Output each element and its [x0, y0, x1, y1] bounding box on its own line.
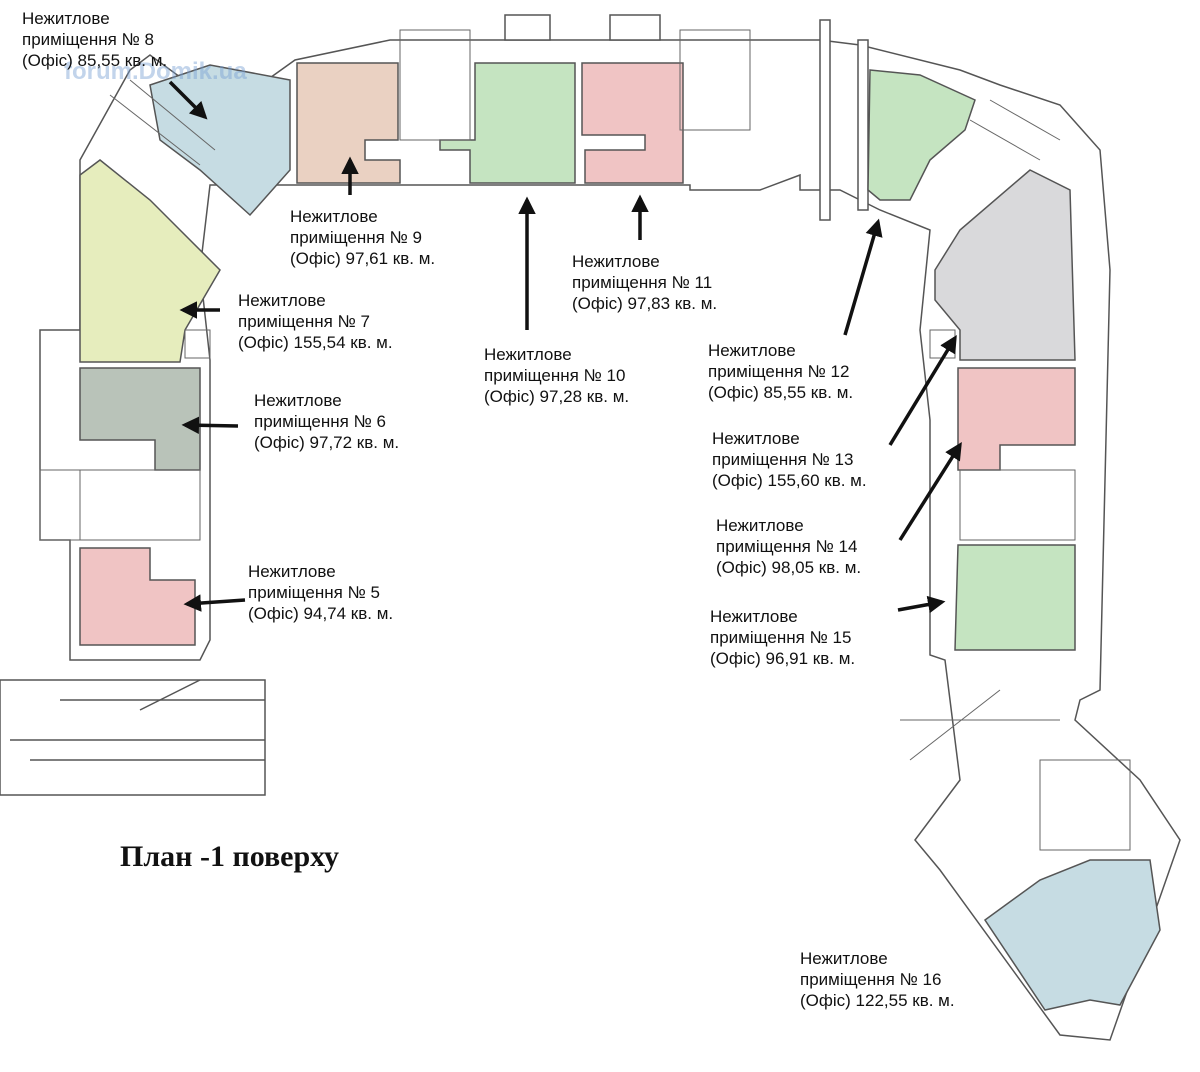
unit-5-area: [79, 547, 196, 646]
unit-9-area: [296, 62, 401, 184]
arrow-unit-5: [183, 594, 246, 612]
arrow-unit-12: [843, 218, 883, 336]
office-units: [79, 62, 1161, 1011]
arrow-unit-15: [897, 595, 946, 614]
watermark: forum.Domik.ua: [64, 58, 247, 85]
unit-15-area: [954, 544, 1076, 651]
arrow-unit-6: [181, 416, 239, 435]
unit-13-area: [957, 367, 1076, 471]
arrow-unit-13: [888, 335, 957, 446]
arrow-unit-14: [898, 442, 962, 541]
arrow-unit-8: [168, 80, 208, 120]
unit-12b-area: [934, 169, 1076, 361]
pointer-arrows: [168, 80, 962, 614]
unit-8-area: [149, 64, 291, 217]
unit-16-area: [983, 859, 1161, 1011]
plan-title: План -1 поверху: [120, 840, 340, 873]
unit-11-area: [581, 62, 684, 184]
unit-12-area: [867, 69, 976, 201]
